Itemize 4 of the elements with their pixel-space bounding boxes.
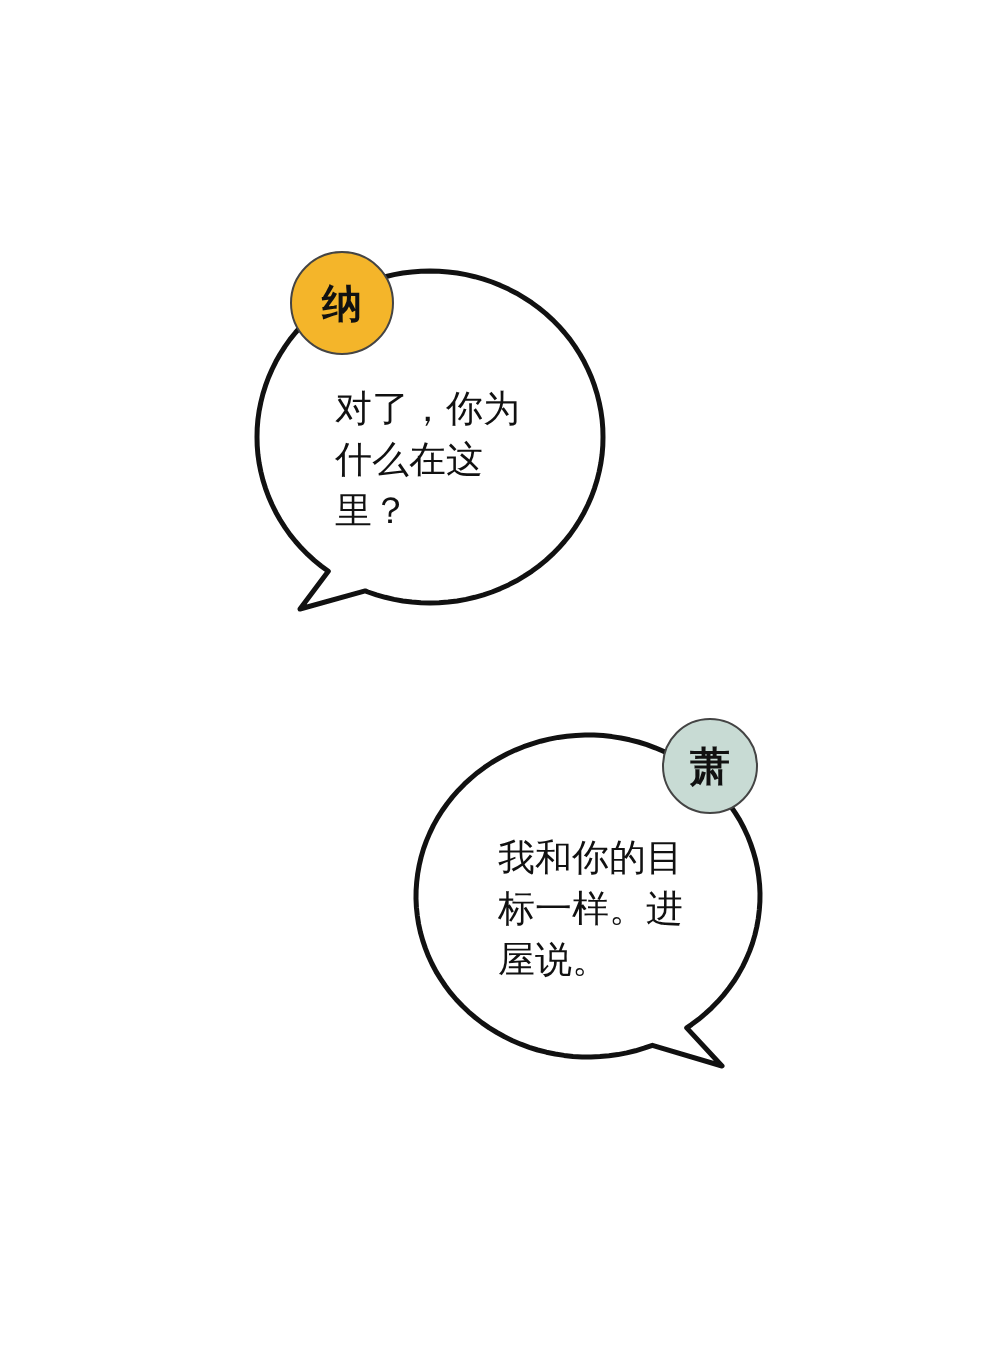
- dialogue-text: 对了，你为什么在这里？: [335, 386, 521, 534]
- dialogue-text: 我和你的目标一样。进屋说。: [498, 835, 684, 983]
- speaker-name: 萧: [690, 741, 730, 791]
- speaker-name: 纳: [322, 278, 362, 328]
